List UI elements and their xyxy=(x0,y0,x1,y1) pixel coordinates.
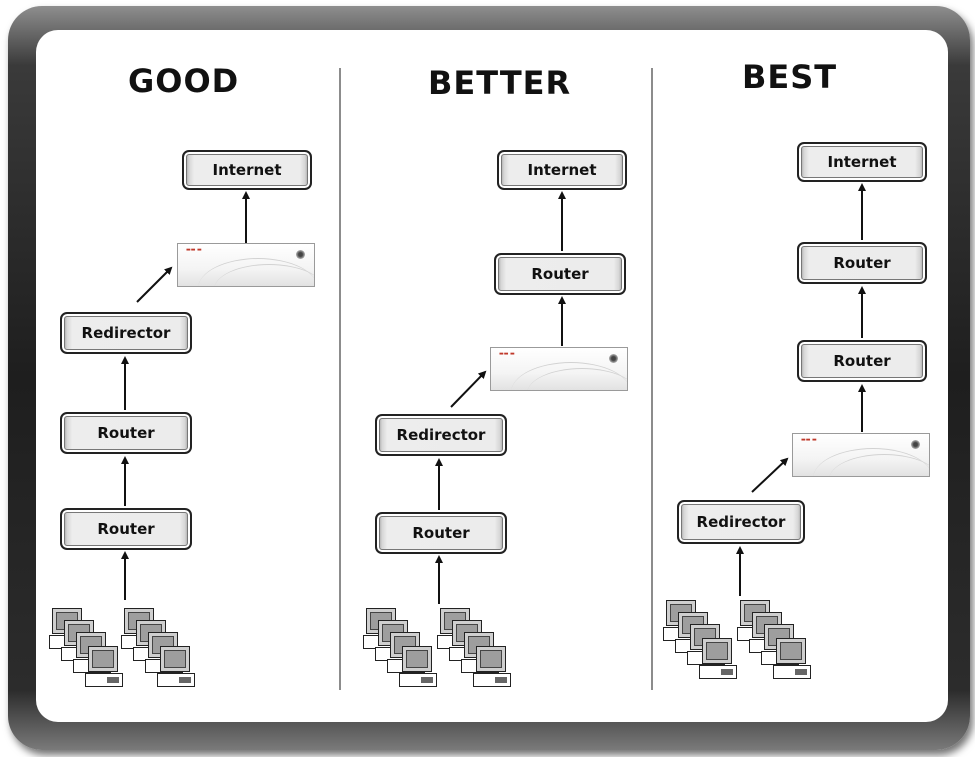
router-node: Router xyxy=(494,253,626,295)
computer-icon xyxy=(473,646,516,692)
appliance-brand-label: ▬▬ ▬ xyxy=(801,437,817,443)
arrow-diagonal xyxy=(751,457,789,493)
appliance-brand-label: ▬▬ ▬ xyxy=(186,247,202,253)
appliance-logo-icon xyxy=(296,250,305,259)
cache-appliance-icon: ▬▬ ▬ xyxy=(490,347,628,391)
internet-node: Internet xyxy=(797,142,927,182)
redirector-node: Redirector xyxy=(375,414,507,456)
redirector-node: Redirector xyxy=(677,500,805,544)
router-node: Router xyxy=(797,340,927,382)
router-node: Router xyxy=(60,412,192,454)
cache-appliance-icon: ▬▬ ▬ xyxy=(177,243,315,287)
column-divider xyxy=(339,68,341,690)
internet-node: Internet xyxy=(182,150,312,190)
computer-icon xyxy=(157,646,200,692)
appliance-logo-icon xyxy=(609,354,618,363)
internet-node: Internet xyxy=(497,150,627,190)
column-heading-better: BETTER xyxy=(428,64,572,102)
arrow-diagonal xyxy=(450,370,487,408)
computer-icon xyxy=(85,646,128,692)
computer-icon xyxy=(399,646,442,692)
router-node: Router xyxy=(60,508,192,550)
appliance-brand-label: ▬▬ ▬ xyxy=(499,351,515,357)
column-heading-good: GOOD xyxy=(128,62,240,100)
arrow-diagonal xyxy=(136,266,173,303)
column-divider xyxy=(651,68,653,690)
router-node: Router xyxy=(375,512,507,554)
router-node: Router xyxy=(797,242,927,284)
redirector-node: Redirector xyxy=(60,312,192,354)
column-heading-best: BEST xyxy=(742,58,838,96)
computer-icon xyxy=(699,638,742,684)
computer-icon xyxy=(773,638,816,684)
cache-appliance-icon: ▬▬ ▬ xyxy=(792,433,930,477)
appliance-logo-icon xyxy=(911,440,920,449)
